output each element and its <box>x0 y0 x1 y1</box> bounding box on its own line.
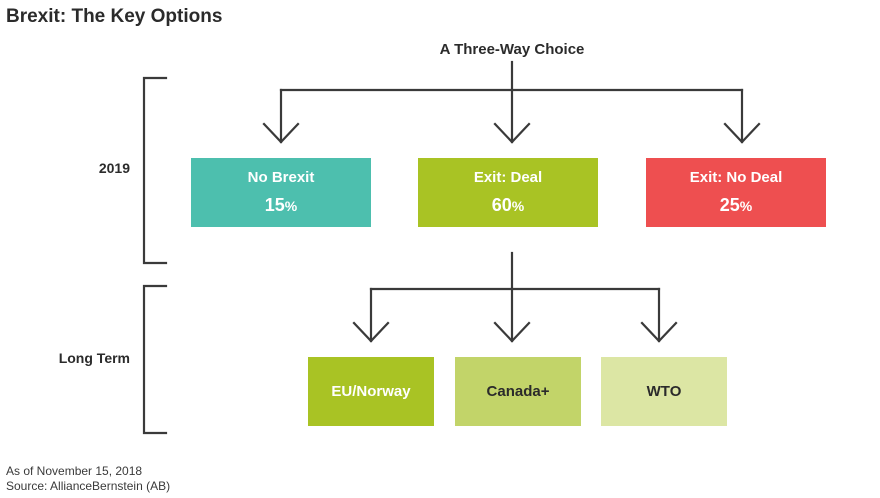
option-label: Canada+ <box>486 383 550 400</box>
bracket-long-term <box>142 284 168 435</box>
option-label: No Brexit <box>247 169 315 186</box>
arrow-eu-norway <box>352 321 390 343</box>
option-box-eu-norway: EU/Norway <box>308 357 434 426</box>
option-probability: 60% <box>491 195 525 215</box>
option-label: Exit: Deal <box>473 169 543 186</box>
diagram-subtitle: A Three-Way Choice <box>439 41 585 58</box>
arrow-no-brexit <box>262 122 300 144</box>
period-label-2019: 2019 <box>98 160 130 176</box>
option-label: WTO <box>646 383 682 400</box>
option-box-wto: WTO <box>601 357 727 426</box>
option-box-no-brexit: No Brexit 15% <box>191 158 371 227</box>
option-box-exit-no-deal: Exit: No Deal 25% <box>646 158 826 227</box>
bracket-2019 <box>142 76 168 265</box>
arrow-wto <box>640 321 678 343</box>
option-label: EU/Norway <box>331 383 411 400</box>
option-probability: 15% <box>264 195 298 215</box>
option-box-exit-deal: Exit: Deal 60% <box>418 158 598 227</box>
option-probability: 25% <box>719 195 753 215</box>
option-label: Exit: No Deal <box>689 169 783 186</box>
arrow-canada <box>493 321 531 343</box>
arrow-no-deal <box>723 122 761 144</box>
footer-date: As of November 15, 2018 <box>6 464 143 478</box>
footer-source: Source: AllianceBernstein (AB) <box>6 479 171 493</box>
chart-title: Brexit: The Key Options <box>6 6 223 27</box>
option-box-canada-plus: Canada+ <box>455 357 581 426</box>
period-label-long-term: Long Term <box>58 350 130 366</box>
arrow-deal <box>493 122 531 144</box>
